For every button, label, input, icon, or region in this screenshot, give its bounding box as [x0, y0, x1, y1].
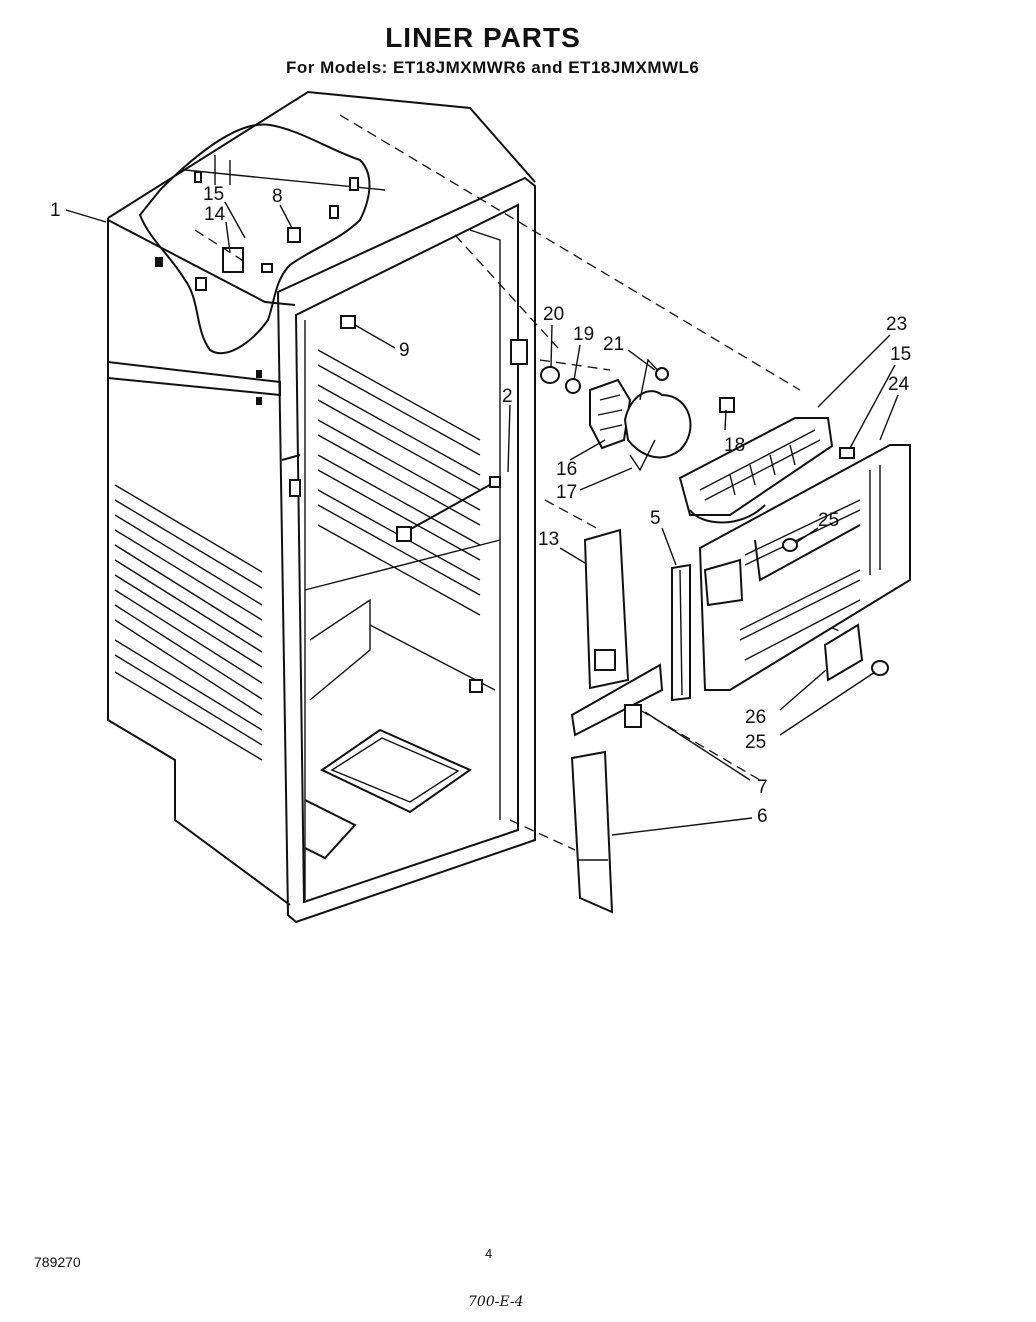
model-subtitle: For Models: ET18JMXMWR6 and ET18JMXMWL6: [286, 58, 700, 77]
callout-25-upper: 25: [818, 510, 839, 531]
callout-25-lower: 25: [745, 732, 766, 753]
thermostat-part: [222, 247, 244, 273]
handwritten-note: 700-E-4: [468, 1294, 524, 1310]
leader-lines: [65, 201, 899, 836]
callout-15-right: 15: [890, 344, 911, 365]
part-19-washer: [565, 378, 581, 394]
callout-18: 18: [724, 435, 745, 456]
callout-21: 21: [603, 334, 624, 355]
cabinet-liner: [107, 90, 536, 924]
part-6-insulation: [570, 750, 614, 914]
callout-24: 24: [888, 374, 910, 395]
part-17-fan-blade: [623, 390, 692, 459]
callout-9: 9: [399, 340, 410, 361]
callout-17: 17: [556, 482, 577, 503]
part-15-screw-right: [839, 447, 855, 459]
callout-1: 1: [50, 200, 61, 221]
callout-5: 5: [650, 508, 661, 529]
part-8-clip: [287, 227, 301, 243]
callout-13: 13: [538, 529, 559, 550]
callout-26: 26: [745, 707, 766, 728]
part-13-cover: [583, 528, 630, 690]
part-24-rear-panel: [698, 444, 911, 691]
callout-6: 6: [757, 806, 768, 827]
part-25-screw-upper: [782, 538, 798, 552]
part-18-clip: [719, 397, 735, 413]
page-number: 4: [485, 1246, 493, 1261]
fan-assembly: [540, 358, 735, 472]
part-15-screw: [261, 263, 273, 273]
part-23-shroud: [678, 417, 834, 524]
document-number: 789270: [34, 1254, 81, 1270]
part-7-bracket: [570, 663, 664, 737]
part-21-screw: [655, 367, 669, 381]
part-5-duct: [671, 558, 744, 702]
callout-7: 7: [757, 777, 768, 798]
part-16-motor: [589, 378, 632, 450]
callout-23: 23: [886, 314, 907, 335]
callout-8: 8: [272, 186, 283, 207]
part-25-screw-lower: [871, 660, 889, 676]
callout-14: 14: [204, 204, 226, 225]
callout-20: 20: [543, 304, 564, 325]
part-26-plate: [823, 623, 864, 682]
callout-19: 19: [573, 324, 594, 345]
part-20-grommet: [540, 366, 560, 384]
callout-16: 16: [556, 459, 577, 480]
part-9-clip: [340, 315, 356, 329]
callout-numbers: 1 15 14 8 9 2 20 19 21 23 15 24 18 16 17…: [50, 184, 911, 827]
page-title: LINER PARTS: [385, 22, 581, 53]
callout-2: 2: [502, 386, 513, 407]
callout-15: 15: [203, 184, 224, 205]
